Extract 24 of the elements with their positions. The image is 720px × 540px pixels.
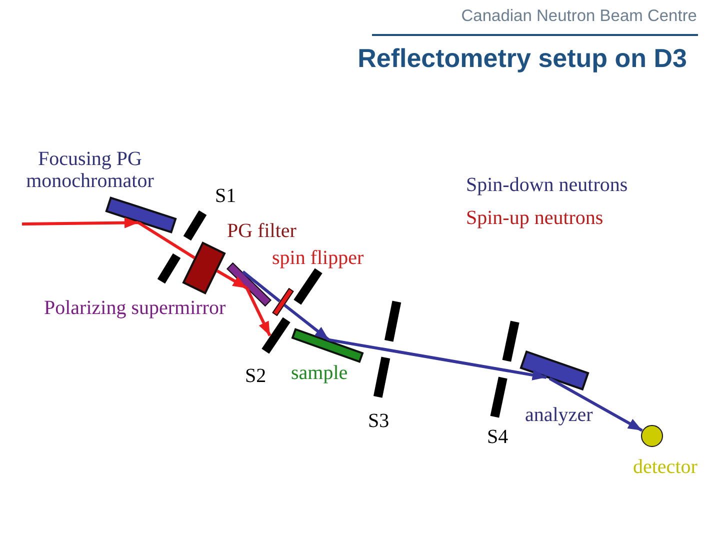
- beam-arrow: [22, 217, 139, 228]
- slit-label: S2: [245, 366, 266, 386]
- filter-label: PG filter: [227, 221, 296, 241]
- beam-arrow: [328, 338, 547, 380]
- slit-label: S1: [215, 186, 236, 206]
- detector-label: detector: [633, 457, 698, 477]
- beam-arrow: [548, 377, 643, 432]
- slide-title: Reflectometry setup on D3: [358, 43, 687, 73]
- supermirror-label: Polarizing supermirror: [44, 298, 226, 318]
- header-text: Canadian Neutron Beam Centre: [461, 7, 697, 26]
- analyzer-label: analyzer: [525, 405, 593, 425]
- legend-text: Spin-down neutrons: [466, 175, 628, 195]
- sample-label: sample: [291, 363, 348, 383]
- beam-arrow: [283, 304, 330, 341]
- flipper-label: spin flipper: [272, 248, 364, 268]
- beam-line: [138, 221, 196, 260]
- monochromator-label: Focusing PG monochromator: [25, 148, 155, 192]
- beam-line: [242, 270, 281, 302]
- beam-arrow: [216, 270, 248, 290]
- detector-disc: [641, 425, 663, 447]
- slit-label: S3: [368, 411, 390, 431]
- beam-arrow: [246, 288, 272, 336]
- legend-text: Spin-up neutrons: [466, 208, 604, 228]
- slit-label: S4: [487, 427, 508, 447]
